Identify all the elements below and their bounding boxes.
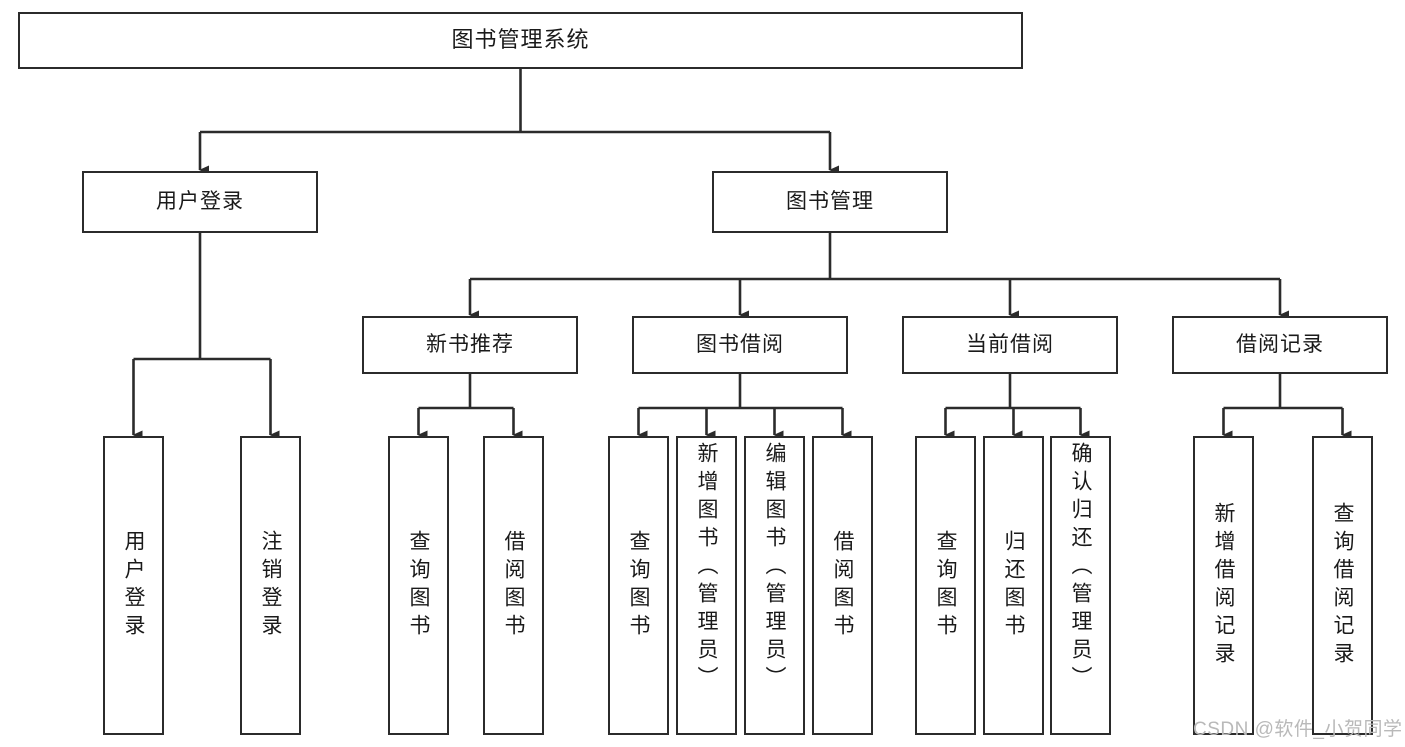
node-new-book-rec[interactable]: 新书推荐	[362, 316, 578, 374]
node-leaf-return-book[interactable]: 归还图书	[983, 436, 1044, 735]
node-label: 确认归还（管理员）	[1069, 442, 1092, 694]
node-leaf-query-book-1[interactable]: 查询图书	[388, 436, 449, 735]
node-label: 图书借阅	[696, 333, 784, 357]
node-leaf-query-record[interactable]: 查询借阅记录	[1312, 436, 1373, 735]
node-leaf-logout[interactable]: 注销登录	[240, 436, 301, 735]
node-book-borrow[interactable]: 图书借阅	[632, 316, 848, 374]
node-current-borrow[interactable]: 当前借阅	[902, 316, 1118, 374]
node-label: 当前借阅	[966, 333, 1054, 357]
node-leaf-query-book-2[interactable]: 查询图书	[608, 436, 669, 735]
node-leaf-query-book-3[interactable]: 查询图书	[915, 436, 976, 735]
node-label: 用户登录	[156, 190, 244, 214]
node-label: 查询图书	[934, 529, 957, 642]
node-label: 图书管理系统	[451, 27, 590, 53]
node-leaf-borrow-book-1[interactable]: 借阅图书	[483, 436, 544, 735]
edge-paths	[132, 69, 1352, 440]
node-leaf-confirm-return[interactable]: 确认归还（管理员）	[1050, 436, 1111, 735]
node-label: 注销登录	[259, 529, 282, 642]
node-borrow-record[interactable]: 借阅记录	[1172, 316, 1388, 374]
node-label: 查询借阅记录	[1331, 501, 1354, 670]
node-leaf-edit-book[interactable]: 编辑图书（管理员）	[744, 436, 805, 735]
node-label: 归还图书	[1002, 529, 1025, 642]
node-label: 新增借阅记录	[1212, 501, 1235, 670]
node-label: 新书推荐	[426, 333, 514, 357]
node-label: 借阅图书	[502, 529, 525, 642]
node-label: 图书管理	[786, 190, 874, 214]
node-leaf-user-login[interactable]: 用户登录	[103, 436, 164, 735]
node-book-manage[interactable]: 图书管理	[712, 171, 948, 233]
node-leaf-borrow-book-2[interactable]: 借阅图书	[812, 436, 873, 735]
node-label: 用户登录	[122, 529, 145, 642]
node-label: 查询图书	[407, 529, 430, 642]
node-label: 借阅图书	[831, 529, 854, 642]
node-label: 编辑图书（管理员）	[763, 442, 786, 694]
node-label: 借阅记录	[1236, 333, 1324, 357]
node-root[interactable]: 图书管理系统	[18, 12, 1023, 69]
csdn-watermark: CSDN @软件_小贺同学	[1193, 719, 1403, 740]
node-user-login[interactable]: 用户登录	[82, 171, 318, 233]
node-label: 查询图书	[627, 529, 650, 642]
node-leaf-add-book[interactable]: 新增图书（管理员）	[676, 436, 737, 735]
node-leaf-add-record[interactable]: 新增借阅记录	[1193, 436, 1254, 735]
node-label: 新增图书（管理员）	[695, 442, 718, 694]
